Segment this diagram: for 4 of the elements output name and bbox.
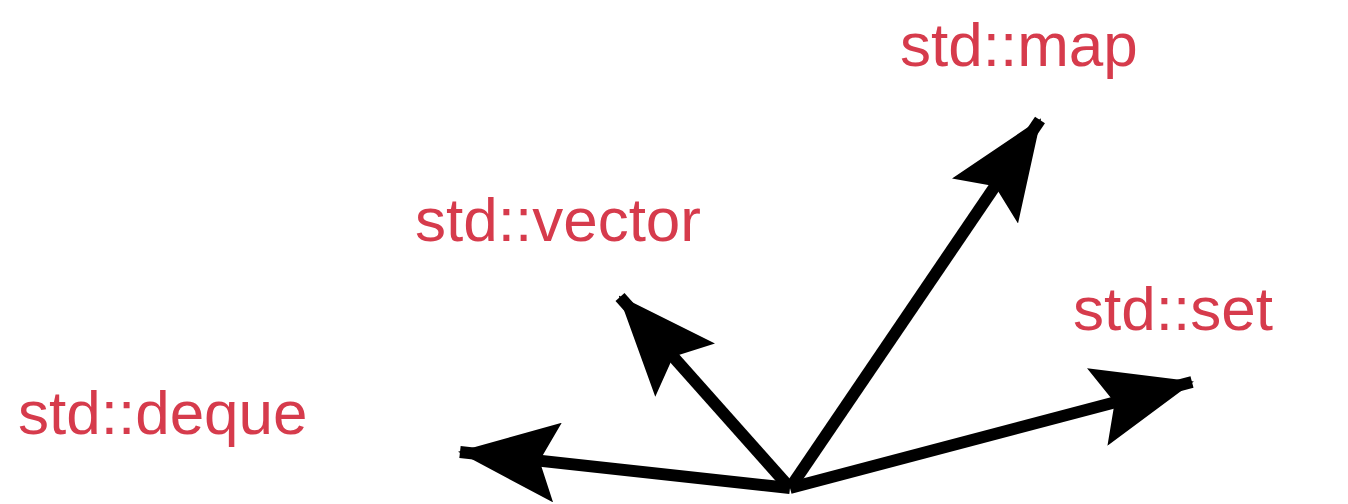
arrow <box>788 368 1194 494</box>
arrow <box>458 422 791 503</box>
node-label: std::set <box>1073 278 1273 340</box>
node-label: std::vector <box>415 189 701 251</box>
